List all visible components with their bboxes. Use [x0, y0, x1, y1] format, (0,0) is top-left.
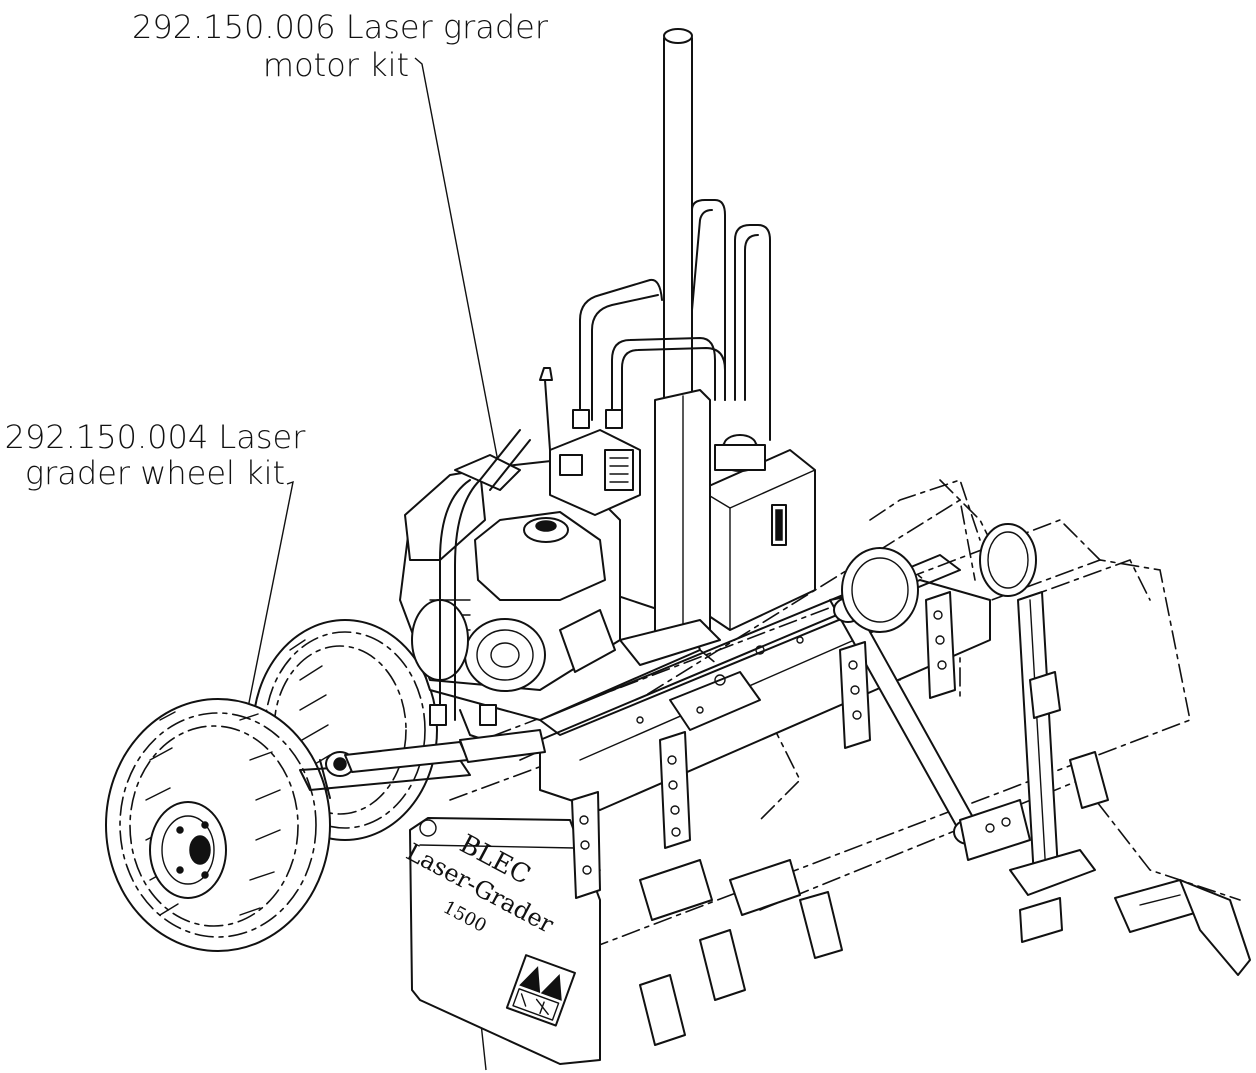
callout-motor-kit: 292.150.006 Laser grader motor kit — [132, 8, 549, 84]
callout-motor-kit-line2: motor kit — [263, 46, 409, 84]
valve-block — [539, 367, 641, 516]
scraper-tines — [639, 671, 1109, 1046]
motor-kit — [399, 454, 701, 721]
hitch-assembly — [571, 523, 1251, 1046]
leader-wheel-kit — [231, 480, 294, 789]
hydraulic-tank — [699, 434, 816, 631]
callout-wheel-kit-line2: grader wheel kit — [25, 454, 285, 492]
callout-wheel-kit-line1: 292.150.004 Laser — [5, 418, 307, 456]
warning-triangle-icon — [519, 966, 541, 993]
hydraulic-hoses — [344, 199, 771, 773]
callout-motor-kit-line1: 292.150.006 Laser grader — [132, 8, 549, 46]
hitch-brackets — [571, 591, 1031, 899]
manual-icon — [512, 988, 560, 1021]
callout-wheel-kit: 292.150.004 Laser grader wheel kit — [5, 418, 307, 492]
laser-mast — [619, 28, 721, 666]
safety-decals — [505, 954, 576, 1027]
leader-motor-kit — [414, 57, 514, 541]
wheel-hub — [149, 801, 227, 899]
warning-triangle-icon — [540, 973, 562, 1001]
chassis-plate — [539, 554, 991, 811]
